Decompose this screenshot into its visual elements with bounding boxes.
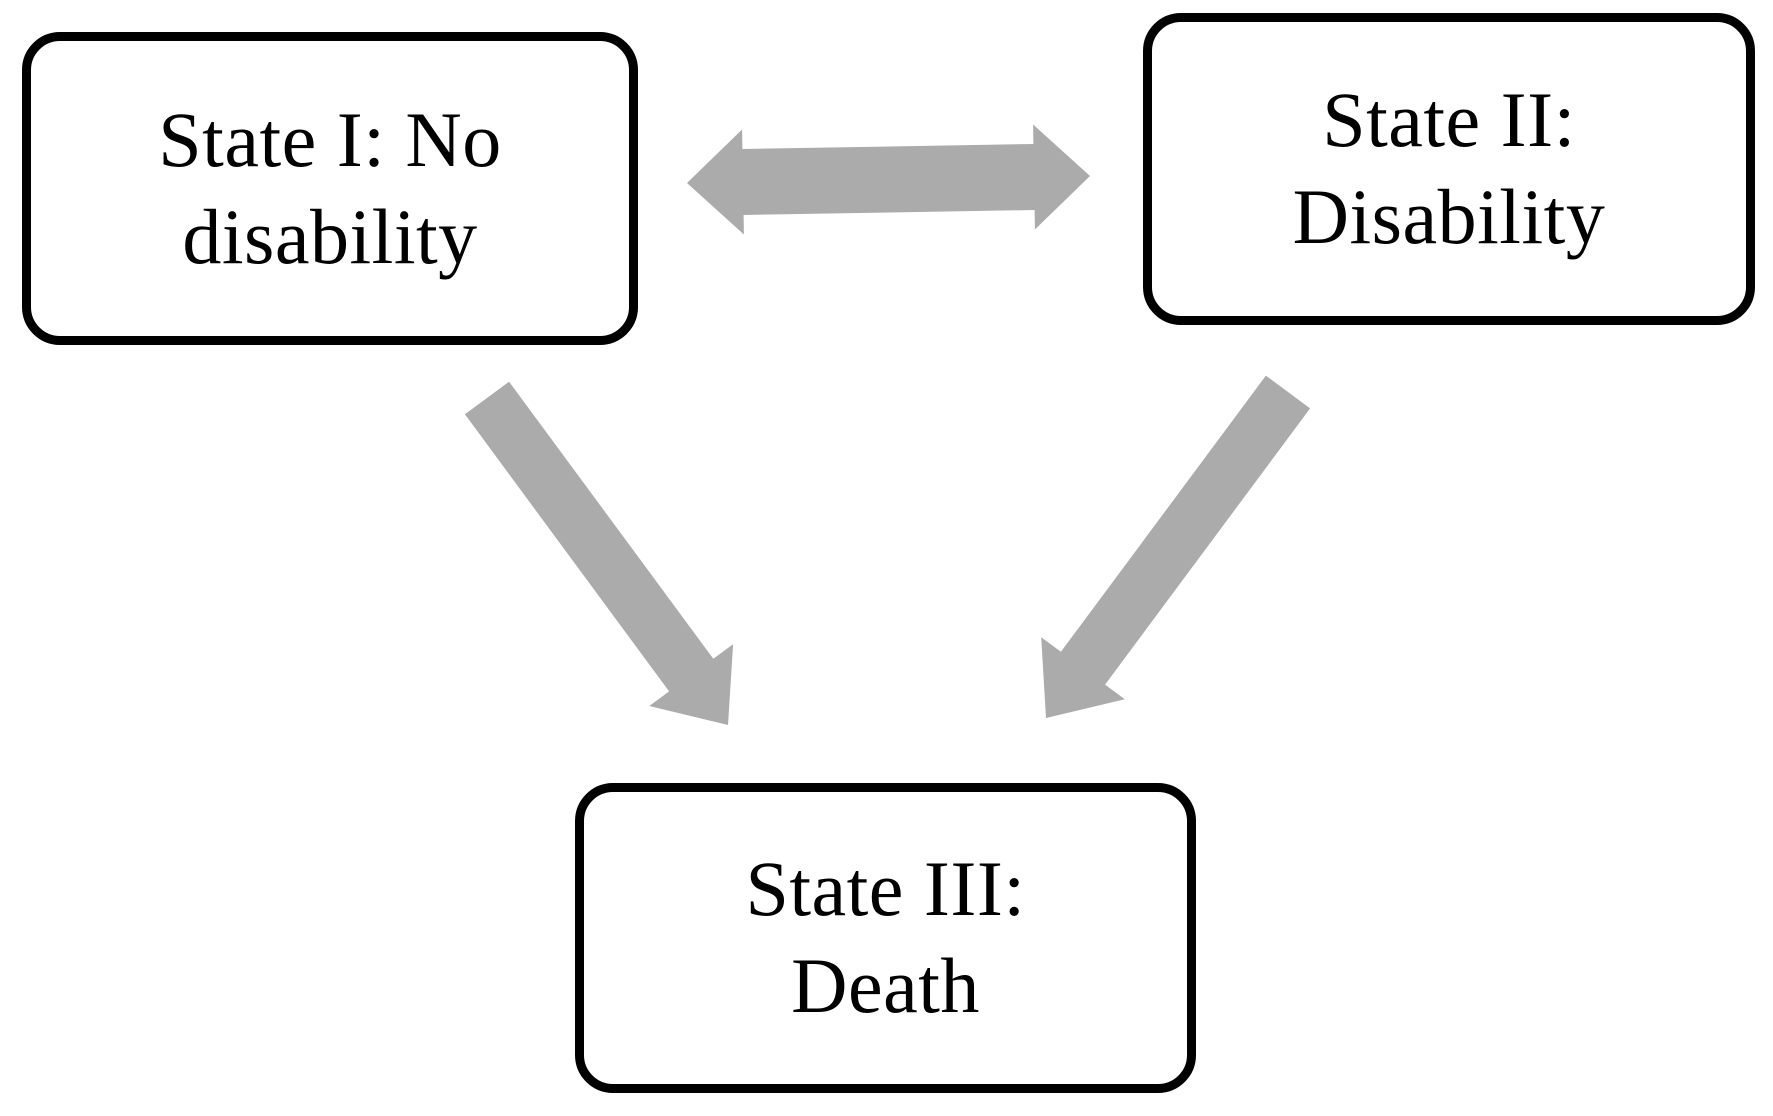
node-state-3-label: State III: Death [745,845,1026,1029]
bidirectional-arrow-state1-state2-icon [687,124,1090,235]
arrow-state1-to-state3-icon [464,381,734,725]
node-state-3-death: State III: Death [575,783,1196,1093]
node-state-2-disability: State II: Disability [1143,13,1755,325]
arrow-state2-to-state3-icon [1041,375,1311,718]
node-state-1-label: State I: No disability [158,95,502,280]
node-state-1-no-disability: State I: No disability [22,32,638,345]
node-state-2-label: State II: Disability [1292,76,1606,260]
